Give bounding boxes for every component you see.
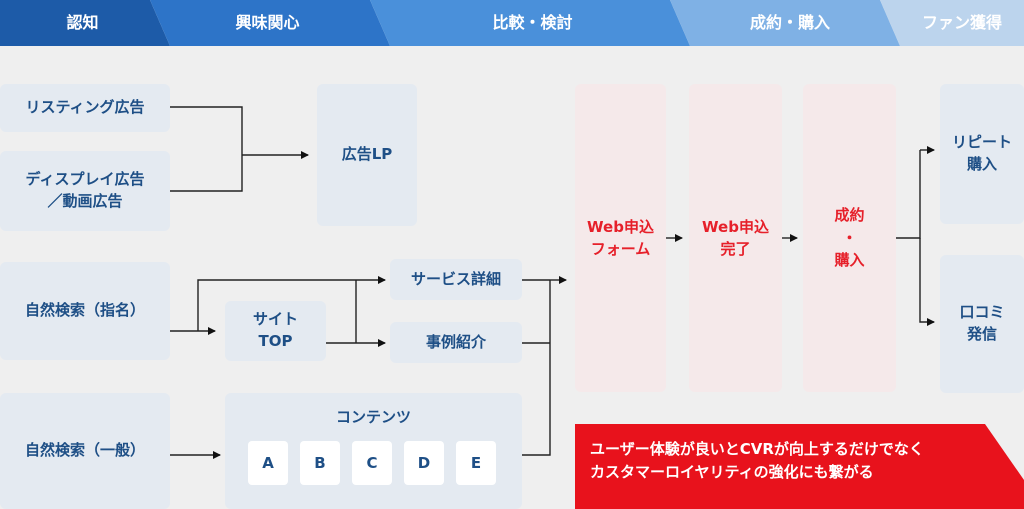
node-contract: 成約 ・ 購入 <box>803 84 896 392</box>
node-web-complete: Web申込 完了 <box>689 84 782 392</box>
node-search-branded: 自然検索（指名） <box>0 262 170 360</box>
node-site-top: サイト TOP <box>225 301 326 361</box>
banner-text: ユーザー体験が良いとCVRが向上するだけでなく カスタマーロイヤリティの強化にも… <box>590 440 924 482</box>
contents-title: コンテンツ <box>335 408 411 426</box>
node-web-form: Web申込 フォーム <box>575 84 666 392</box>
stage-chevron-fan <box>880 0 1024 46</box>
contents-item-b: B <box>300 441 340 485</box>
stage-chevron-comparison <box>370 0 690 46</box>
line-listing <box>170 106 243 192</box>
stage-awareness: 認知 <box>66 13 99 32</box>
node-display-ad: ディスプレイ広告 ／動画広告 <box>0 151 170 231</box>
stage-comparison: 比較・検討 <box>492 13 573 32</box>
contents-item-e: E <box>456 441 496 485</box>
stage-interest: 興味関心 <box>235 13 300 32</box>
contents-item-d: D <box>404 441 444 485</box>
stage-chevron-awareness <box>0 0 170 46</box>
stage-chevron-interest <box>150 0 390 46</box>
stage-header-bar <box>0 0 1024 46</box>
stage-fan: ファン獲得 <box>921 13 1002 32</box>
node-review: 口コミ 発信 <box>940 255 1024 393</box>
node-listing-ad: リスティング広告 <box>0 84 170 132</box>
node-search-general: 自然検索（一般） <box>0 393 170 509</box>
contents-item-a: A <box>248 441 288 485</box>
line-branded-up <box>197 276 386 331</box>
line-contents-merge <box>522 280 551 456</box>
stage-chevron-purchase <box>670 0 900 46</box>
node-service-detail: サービス詳細 <box>390 259 522 300</box>
line-to-review <box>919 238 935 326</box>
contents-item-c: C <box>352 441 392 485</box>
node-ad-lp: 広告LP <box>317 84 417 226</box>
node-case-study: 事例紹介 <box>390 322 522 363</box>
node-repeat-purchase: リピート 購入 <box>940 84 1024 224</box>
stage-purchase: 成約・購入 <box>749 13 830 32</box>
